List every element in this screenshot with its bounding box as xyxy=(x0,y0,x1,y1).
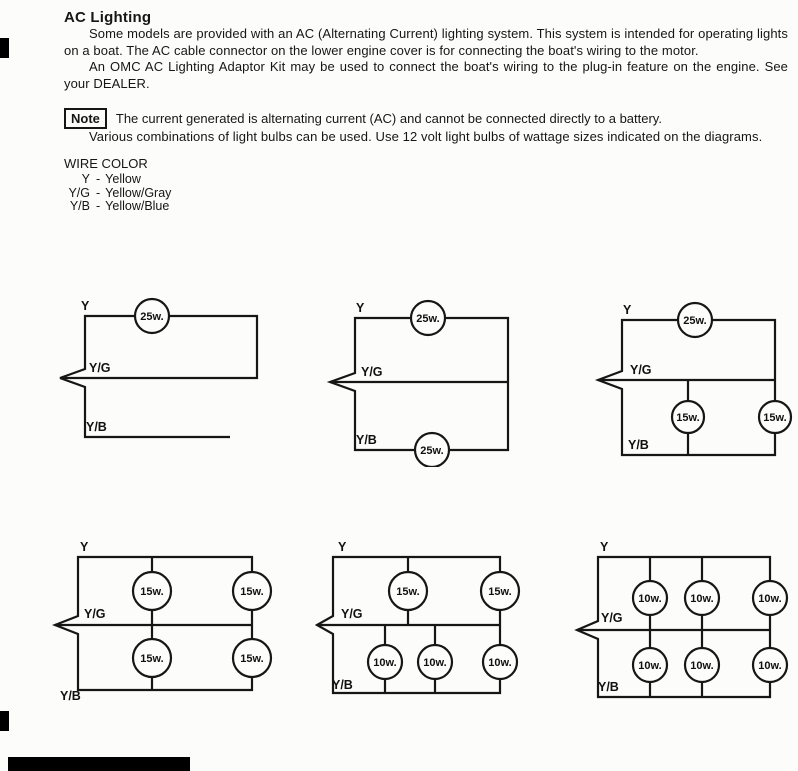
paragraph-bulb-combinations: Various combinations of light bulbs can … xyxy=(89,129,763,144)
svg-text:10w.: 10w. xyxy=(488,657,511,669)
wiring-diagram-5: 15w. 15w. 10w. 10w. 10w. Y Y/G Y/B xyxy=(314,538,523,715)
wire-color-legend: WIRE COLOR Y - Yellow Y/G - Yellow/Gray … xyxy=(64,155,788,214)
wiring-diagram-4: 15w. 15w. 15w. 15w. Y Y/G Y/B xyxy=(51,538,302,715)
circuit-svg-2: 25w. 25w. Y Y/G Y/B xyxy=(326,299,510,469)
wire-label-y: Y xyxy=(338,540,347,554)
svg-text:15w.: 15w. xyxy=(396,586,419,598)
dash: - xyxy=(96,199,101,213)
svg-text:25w.: 25w. xyxy=(416,313,439,325)
svg-text:10w.: 10w. xyxy=(373,657,396,669)
wiring-diagram-6: 10w. 10w. 10w. 10w. 10w. 10w. Y xyxy=(572,538,792,721)
note-row: Note The current generated is alternatin… xyxy=(64,108,788,129)
wire-label-yg: Y/G xyxy=(84,607,106,621)
wire-label-yb: Y/B xyxy=(598,680,619,694)
circuit-svg-4: 15w. 15w. 15w. 15w. Y Y/G Y/B xyxy=(51,540,273,703)
wire-label-yg: Y/G xyxy=(601,611,623,625)
wiring-diagram-3: 25w. 15w. 15w. Y Y/G Y/B xyxy=(593,295,798,478)
bulb: 25w. xyxy=(676,301,714,339)
bulb: 25w. xyxy=(133,297,171,335)
paragraph-adaptor-kit: An OMC AC Lighting Adaptor Kit may be us… xyxy=(64,59,788,91)
dash: - xyxy=(96,172,101,186)
wire-label-y: Y xyxy=(356,301,365,315)
wire-label-yb: Y/B xyxy=(628,438,649,452)
svg-text:10w.: 10w. xyxy=(638,660,661,672)
bulb: 15w. xyxy=(131,637,173,679)
bulb: 10w. xyxy=(631,579,669,617)
svg-text:10w.: 10w. xyxy=(758,593,781,605)
svg-text:15w.: 15w. xyxy=(763,412,786,424)
wire-name: Yellow xyxy=(105,172,141,186)
svg-text:10w.: 10w. xyxy=(758,660,781,672)
wire-label-yb: Y/B xyxy=(332,678,353,692)
wire-code: Y xyxy=(81,172,90,186)
bulb: 25w. xyxy=(409,299,447,337)
bulb: 15w. xyxy=(670,399,706,435)
svg-text:10w.: 10w. xyxy=(638,593,661,605)
bulb: 10w. xyxy=(366,643,404,681)
note-label: Note xyxy=(64,108,107,129)
circuit-svg-6: 10w. 10w. 10w. 10w. 10w. 10w. Y xyxy=(574,540,789,699)
wire-label-yb: Y/B xyxy=(60,689,81,703)
circuit-svg-1: 25w. Y Y/G Y/B xyxy=(59,297,259,439)
scan-artifact xyxy=(8,757,190,771)
wire-name: Yellow/Gray xyxy=(105,185,172,200)
wire-code: Y/G xyxy=(68,185,90,200)
svg-text:25w.: 25w. xyxy=(683,315,706,327)
wire-label-yg: Y/G xyxy=(630,363,652,377)
svg-text:10w.: 10w. xyxy=(690,660,713,672)
scan-artifact xyxy=(0,38,9,58)
bulb: 10w. xyxy=(751,579,789,617)
svg-text:15w.: 15w. xyxy=(240,653,263,665)
wire-label-yb: Y/B xyxy=(356,433,377,447)
wire-color-entry-y: Y - Yellow xyxy=(64,172,788,187)
wire-color-entry-yb: Y/B - Yellow/Blue xyxy=(64,199,788,214)
paragraph-ac-system: Some models are provided with an AC (Alt… xyxy=(64,26,788,58)
wire-label-y: Y xyxy=(623,303,632,317)
bulb: 25w. xyxy=(413,431,451,469)
svg-text:15w.: 15w. xyxy=(140,653,163,665)
bulb: 15w. xyxy=(757,399,793,435)
wiring-diagram-1: 25w. Y Y/G Y/B xyxy=(55,295,290,465)
wire-label-yg: Y/G xyxy=(89,361,111,375)
wire-color-entry-yg: Y/G - Yellow/Gray xyxy=(64,185,788,201)
wire-label-y: Y xyxy=(80,540,89,554)
bulb: 10w. xyxy=(683,646,721,684)
bulb: 10w. xyxy=(631,646,669,684)
wire-label-y: Y xyxy=(81,299,90,313)
dash: - xyxy=(96,185,101,200)
circuit-svg-5: 15w. 15w. 10w. 10w. 10w. Y Y/G Y/B xyxy=(314,540,521,695)
bulb: 10w. xyxy=(481,643,519,681)
wire-color-heading: WIRE COLOR xyxy=(64,155,148,171)
wire-label-y: Y xyxy=(600,540,609,554)
wire-name: Yellow/Blue xyxy=(105,199,170,213)
svg-text:15w.: 15w. xyxy=(240,586,263,598)
svg-text:10w.: 10w. xyxy=(423,657,446,669)
svg-text:15w.: 15w. xyxy=(676,412,699,424)
note-text: The current generated is alternating cur… xyxy=(115,111,662,126)
page-title: AC Lighting xyxy=(64,9,152,26)
svg-text:15w.: 15w. xyxy=(140,586,163,598)
scan-artifact xyxy=(0,711,9,731)
bulb: 10w. xyxy=(751,646,789,684)
bulb: 15w. xyxy=(131,570,173,612)
wire-label-yg: Y/G xyxy=(341,607,363,621)
bulb: 15w. xyxy=(387,570,429,612)
wire-code: Y/B xyxy=(69,199,90,213)
bulb: 15w. xyxy=(231,637,273,679)
circuit-svg-3: 25w. 15w. 15w. Y Y/G Y/B xyxy=(594,301,793,457)
bulb: 15w. xyxy=(479,570,521,612)
svg-text:10w.: 10w. xyxy=(690,593,713,605)
svg-text:25w.: 25w. xyxy=(140,311,163,323)
bulb: 10w. xyxy=(683,579,721,617)
bulb: 15w. xyxy=(231,570,273,612)
wire-label-yb: Y/B xyxy=(86,420,107,434)
svg-text:25w.: 25w. xyxy=(420,445,443,457)
svg-text:15w.: 15w. xyxy=(488,586,511,598)
wire-label-yg: Y/G xyxy=(361,365,383,379)
wiring-diagram-2: 25w. 25w. Y Y/G Y/B xyxy=(325,295,530,472)
bulb: 10w. xyxy=(416,643,454,681)
text-block: AC Lighting Some models are provided wit… xyxy=(0,0,798,214)
